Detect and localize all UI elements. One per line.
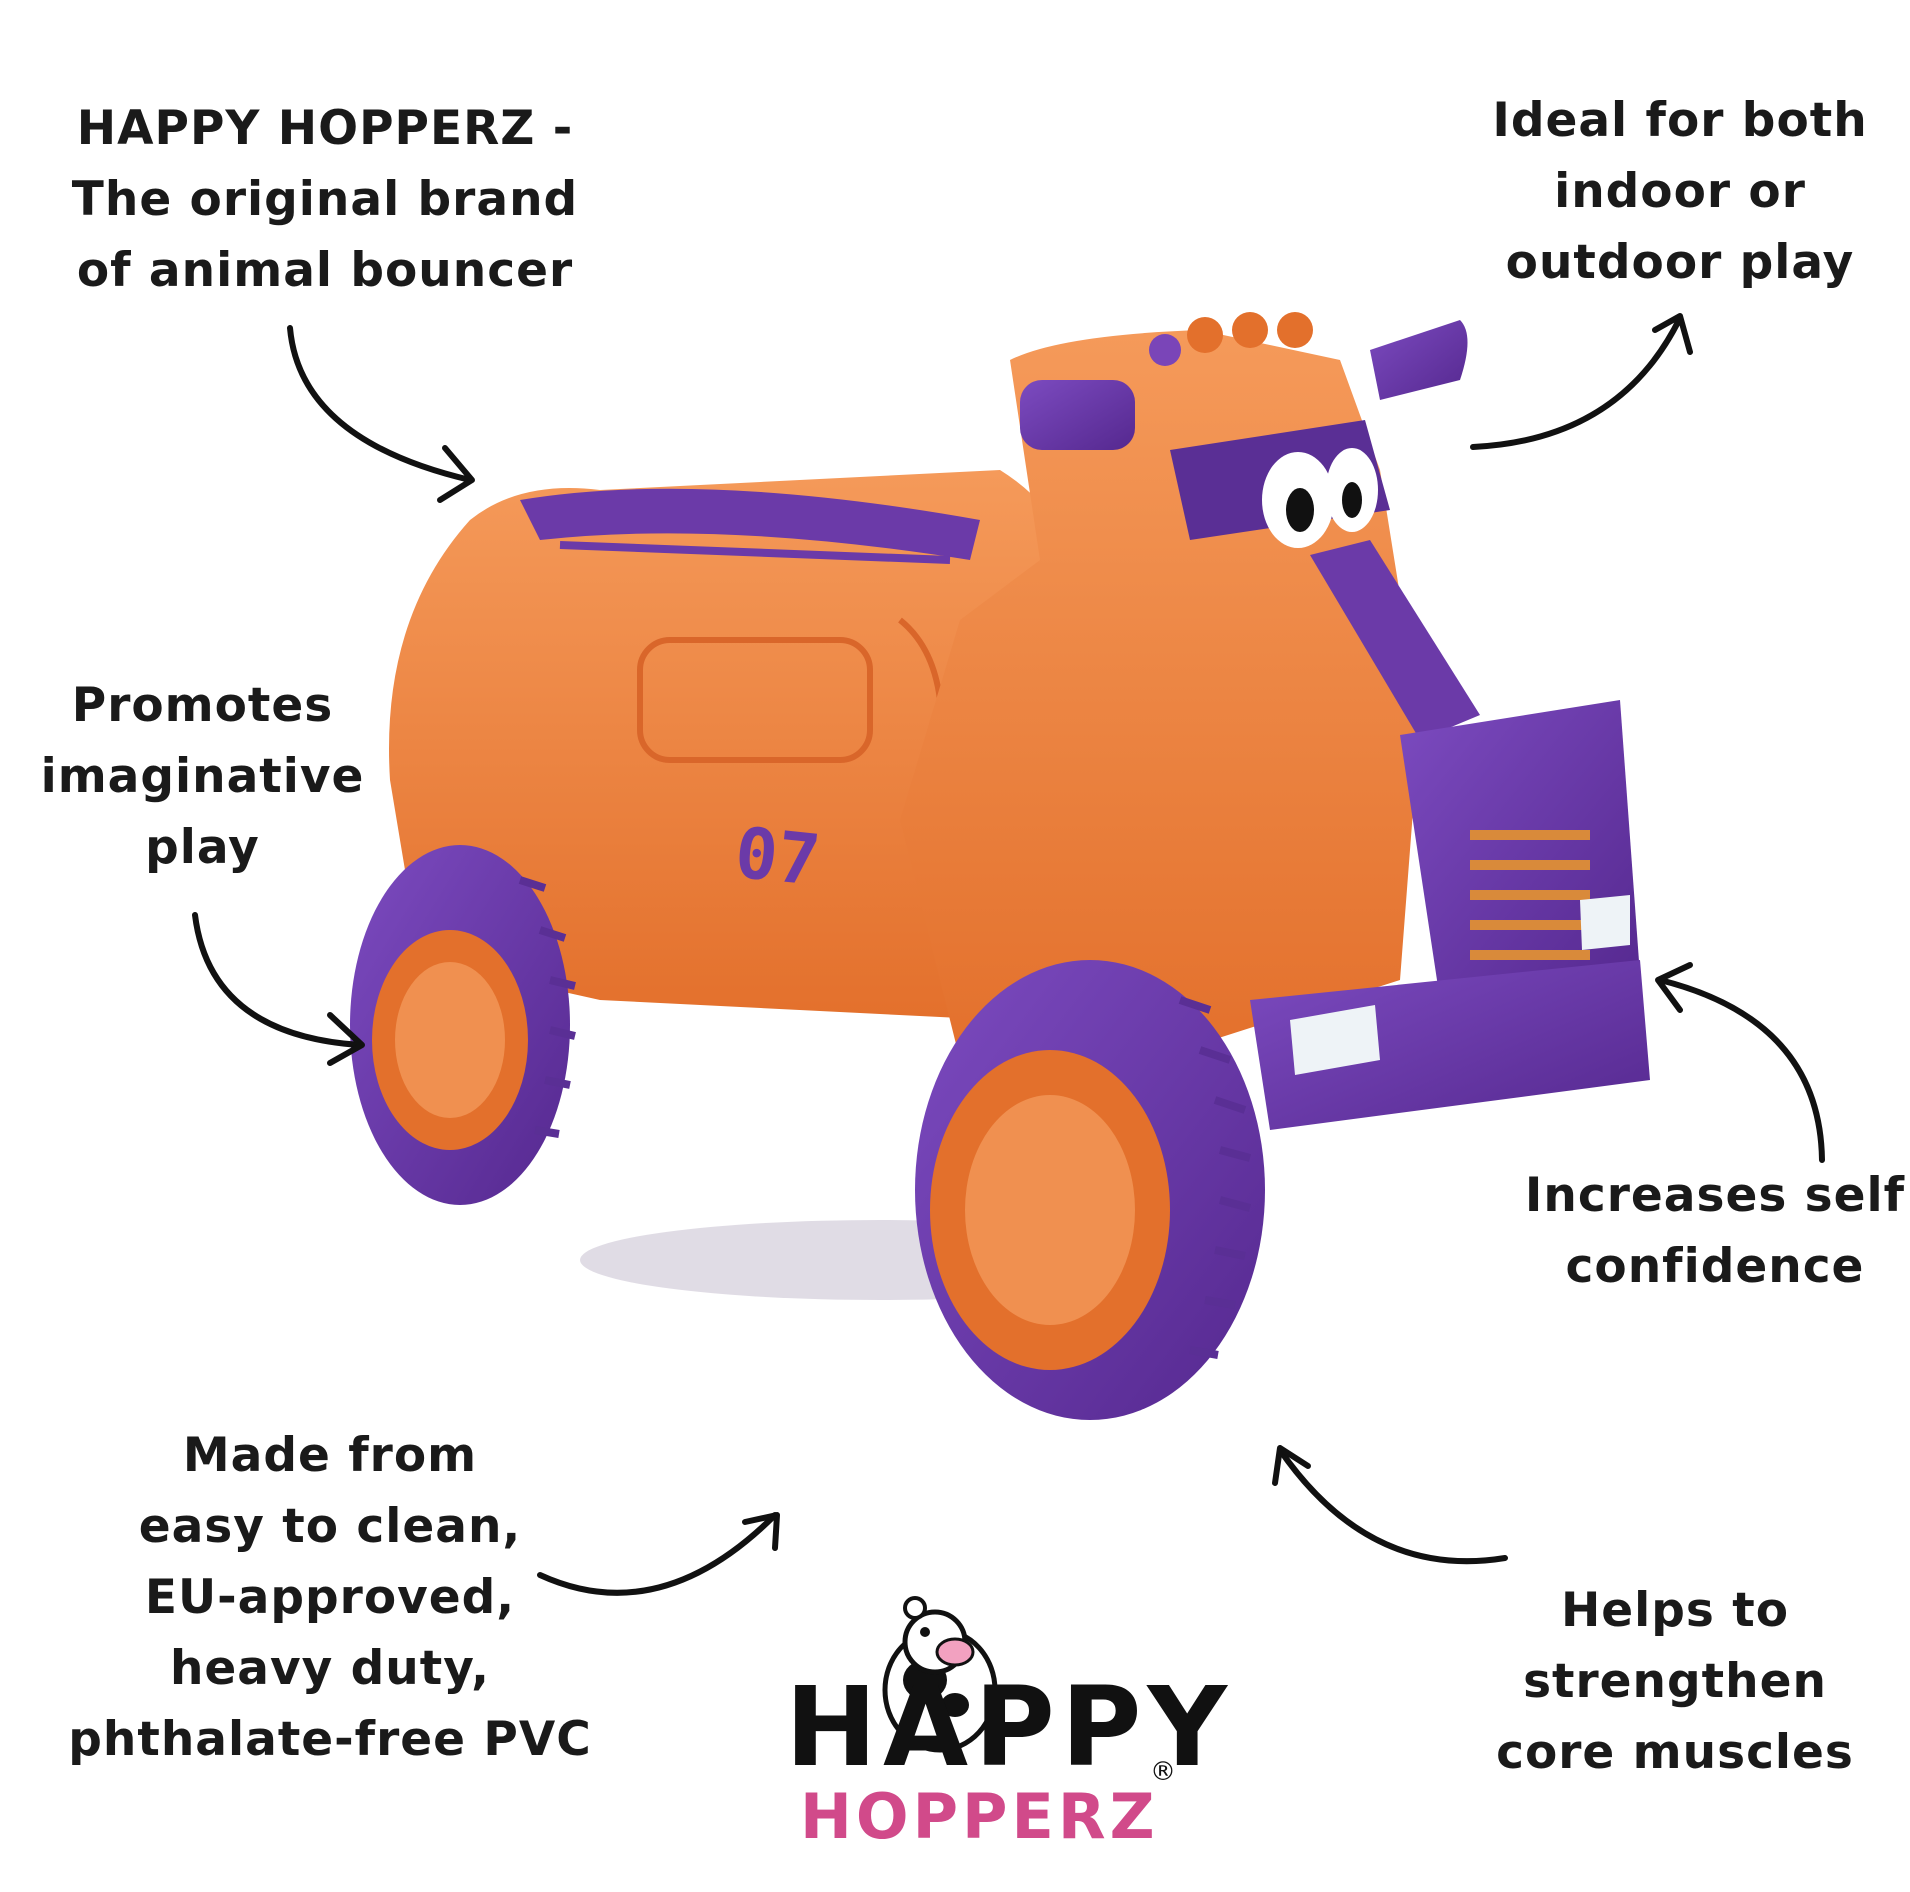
callout-indoor-outdoor: Ideal for both indoor or outdoor play: [1492, 93, 1868, 290]
callout-brand: HAPPY HOPPERZ - The original brand of an…: [71, 101, 579, 298]
curved-arrow-icon: [192, 313, 1825, 1596]
cow-icon: [882, 1596, 998, 1753]
callout-self-confidence: Increases self confidence: [1524, 1168, 1906, 1294]
number-marking: 07: [731, 812, 823, 902]
callout-material: Made from easy to clean, EU-approved, he…: [68, 1428, 592, 1767]
logo-line-hopperz: HOPPERZ: [800, 1780, 1159, 1853]
callout-core-muscles: Helps to strengthen core muscles: [1496, 1583, 1854, 1780]
truck-bouncer: 07: [350, 312, 1650, 1420]
callout-imaginative-play: Promotes imaginative play: [40, 678, 365, 875]
logo-line-happy: HAPPY: [785, 1663, 1233, 1791]
logo-registered-mark: ®: [1150, 1757, 1176, 1787]
brand-logo: HAPPY HOPPERZ ®: [785, 1596, 1233, 1853]
